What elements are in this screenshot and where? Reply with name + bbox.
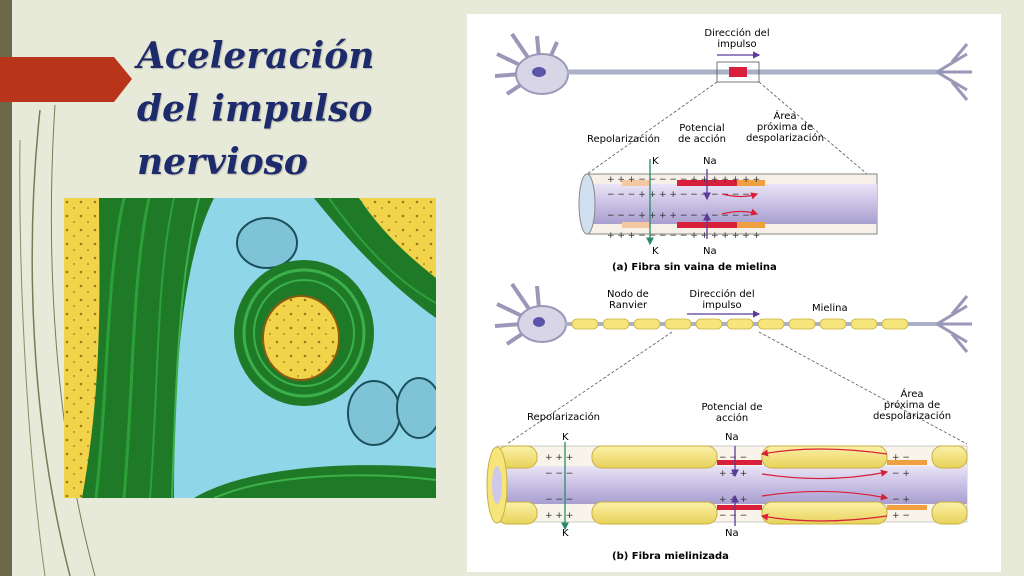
svg-text:− − − + + + + − − − − − − −: − − − + + + + − − − − − − −	[607, 211, 750, 221]
svg-text:− − −: − − −	[545, 469, 573, 479]
nerve-conduction-figure: Dirección del impulso Repolarización Pot…	[467, 14, 1001, 572]
svg-text:impulso: impulso	[702, 300, 741, 311]
b-repolarization-label: Repolarización	[527, 411, 600, 423]
svg-text:de acción: de acción	[678, 133, 726, 145]
svg-text:− − −: − − −	[719, 453, 747, 463]
svg-text:− − −: − − −	[719, 511, 747, 521]
svg-text:Área: Área	[900, 387, 923, 400]
left-accent-bar	[0, 0, 12, 576]
svg-text:Nodo de: Nodo de	[607, 289, 649, 300]
slide-title: Aceleración del impulso nervioso	[137, 35, 375, 183]
svg-text:K: K	[562, 528, 569, 539]
svg-text:K: K	[562, 432, 569, 443]
unmyelinated-fiber: + + + − − − − − + + + + + + + − − − + + …	[578, 159, 878, 246]
svg-text:Na: Na	[725, 432, 739, 443]
a-direction-label: Dirección del	[704, 27, 769, 39]
svg-text:despolarización: despolarización	[873, 410, 951, 422]
svg-text:+ −: + −	[892, 453, 910, 463]
neuron-bottom-icon	[494, 282, 972, 353]
svg-text:− +: − +	[892, 469, 910, 479]
decorative-lines	[19, 104, 96, 576]
svg-text:− − −: − − −	[545, 495, 573, 505]
svg-text:próxima de: próxima de	[884, 399, 940, 411]
svg-text:impulso: impulso	[717, 39, 756, 50]
svg-text:acción: acción	[716, 412, 748, 424]
svg-text:+ + + − − − − − + + + + + + +: + + + − − − − − + + + + + + +	[607, 175, 760, 185]
svg-text:+ + +: + + +	[719, 495, 747, 505]
b-caption: (b) Fibra mielinizada	[612, 551, 729, 562]
svg-text:Na: Na	[703, 246, 717, 257]
svg-text:+ + + − − − − − + + + + + + +: + + + − − − − − + + + + + + +	[607, 231, 760, 241]
svg-text:Na: Na	[725, 528, 739, 539]
svg-text:próxima de: próxima de	[757, 121, 813, 133]
svg-text:− − − + + + + − − − − − − −: − − − + + + + − − − − − − −	[607, 190, 750, 200]
svg-text:+ + +: + + +	[719, 469, 747, 479]
svg-text:Ranvier: Ranvier	[609, 300, 648, 311]
a-repolarization-label: Repolarización	[587, 133, 660, 145]
svg-text:+ + +: + + +	[545, 453, 573, 463]
a-caption: (a) Fibra sin vaina de mielina	[612, 262, 777, 273]
svg-text:+ + +: + + +	[545, 511, 573, 521]
svg-text:Área: Área	[773, 109, 796, 122]
svg-text:− +: − +	[892, 495, 910, 505]
micrograph-image	[64, 198, 436, 498]
svg-text:K: K	[652, 156, 659, 167]
b-myelin-label: Mielina	[812, 303, 848, 314]
svg-text:K: K	[652, 246, 659, 257]
svg-text:Potencial: Potencial	[679, 123, 724, 134]
svg-text:Dirección del: Dirección del	[689, 288, 754, 300]
svg-text:+ −: + −	[892, 511, 910, 521]
neuron-top-icon	[494, 32, 972, 101]
title-marker-arrow	[0, 57, 132, 102]
svg-text:Na: Na	[703, 156, 717, 167]
svg-text:despolarización: despolarización	[746, 132, 824, 144]
myelinated-fiber: + + + − − − − − − + + + − − − + + + + + …	[486, 442, 968, 531]
svg-text:Potencial de: Potencial de	[701, 402, 762, 413]
